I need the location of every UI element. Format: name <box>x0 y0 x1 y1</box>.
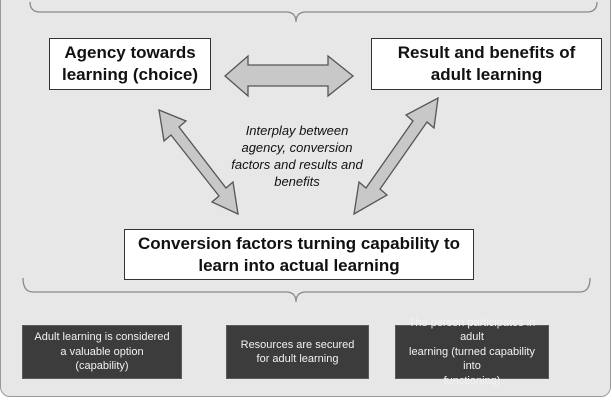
agency-line-1: Agency towards <box>64 43 196 62</box>
agency-box: Agency towards learning (choice) <box>49 38 211 90</box>
capability-line-2: a valuable option <box>60 345 144 358</box>
conversion-line-2: learn into actual learning <box>198 255 400 275</box>
participation-status-box: The person participates in adult learnin… <box>395 317 549 387</box>
result-line-2: adult learning <box>430 65 543 84</box>
interplay-line-3: factors and results and <box>231 157 363 172</box>
capability-line-1: Adult learning is considered <box>34 331 170 344</box>
resources-status-box: Resources are secured for adult learning <box>226 325 369 379</box>
resources-line-1: Resources are secured <box>240 338 355 351</box>
conversion-line-1: Conversion factors turning capability to <box>137 233 461 253</box>
capability-status-box: Adult learning is considered a valuable … <box>22 325 182 379</box>
participation-line-1: The person participates in adult <box>408 316 536 344</box>
agency-line-2: learning (choice) <box>61 65 199 84</box>
conversion-box: Conversion factors turning capability to… <box>124 229 474 280</box>
interplay-line-4: benefits <box>274 174 320 189</box>
interplay-line-1: Interplay between <box>245 123 349 138</box>
interplay-caption: Interplay between agency, conversion fac… <box>222 122 372 190</box>
result-box: Result and benefits of adult learning <box>371 38 602 90</box>
participation-line-2: learning (turned capability into <box>409 345 535 373</box>
resources-line-2: for adult learning <box>256 353 339 365</box>
capability-line-3: (capability) <box>75 360 129 373</box>
result-line-1: Result and benefits of <box>397 43 576 62</box>
interplay-line-2: agency, conversion <box>241 140 353 155</box>
participation-line-3: functioning) <box>443 374 501 387</box>
